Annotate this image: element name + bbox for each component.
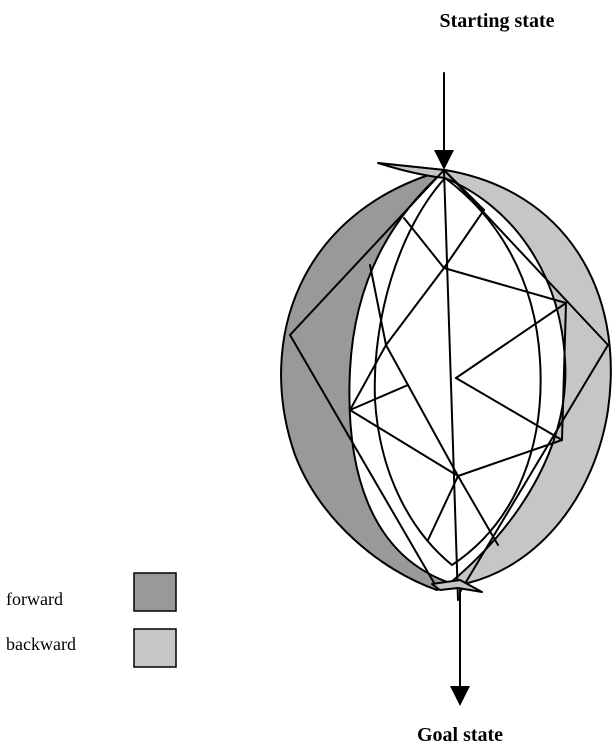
goal-arrowhead <box>450 686 470 706</box>
legend-backward-label: backward <box>6 634 76 654</box>
legend-forward-swatch <box>134 573 176 611</box>
legend-backward-swatch <box>134 629 176 667</box>
start-arrowhead <box>434 150 454 170</box>
starting-state-label: Starting state <box>440 10 555 32</box>
goal-state-label: Goal state <box>417 724 503 746</box>
legend: forward backward <box>6 573 176 667</box>
legend-forward-label: forward <box>6 589 63 609</box>
